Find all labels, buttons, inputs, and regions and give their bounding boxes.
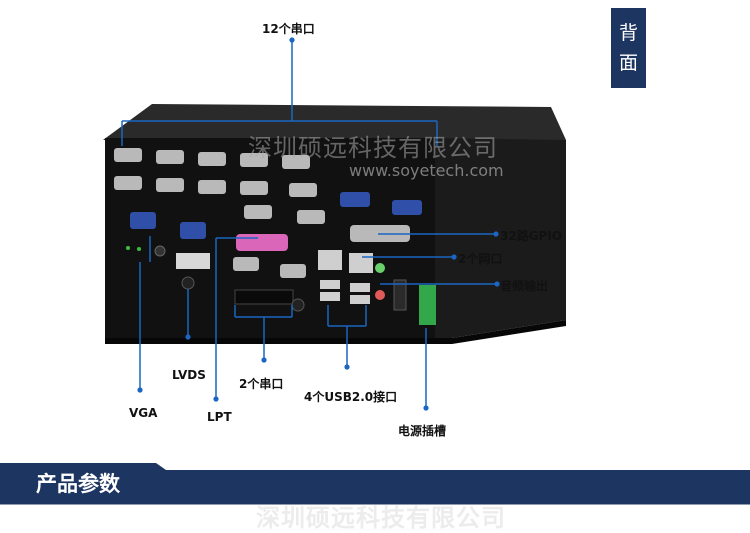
lan-ports — [318, 250, 373, 273]
callout-lines — [121, 40, 497, 408]
back-tab-char-2: 面 — [618, 52, 638, 74]
usb-ports — [320, 280, 370, 304]
label-gpio: 32路GPIO — [500, 229, 563, 243]
back-tab: 背 面 — [611, 8, 646, 88]
power-button — [154, 245, 166, 257]
label-12-serial: 12个串口 — [262, 22, 315, 36]
chassis-side — [435, 138, 566, 338]
label-usb: 4个USB2.0接口 — [304, 390, 398, 404]
dvi-port — [176, 253, 210, 269]
serial-ports-row-1 — [114, 148, 310, 169]
lpt-port — [236, 234, 288, 251]
label-lpt: LPT — [207, 410, 232, 424]
watermark-url: www.soyetech.com — [349, 161, 504, 180]
power-switch — [393, 279, 407, 311]
vga-port — [130, 212, 156, 229]
cf-slot — [234, 289, 294, 305]
section-title-product-params: 产品参数 — [36, 472, 120, 496]
label-2-serial: 2个串口 — [239, 377, 284, 391]
serial-ports-row-3 — [244, 205, 325, 224]
chassis-top — [103, 104, 566, 140]
back-tab-char-1: 背 — [618, 22, 638, 44]
label-power: 电源插槽 — [398, 424, 447, 438]
audio-jacks — [375, 263, 385, 300]
label-audio: 音频输出 — [500, 279, 549, 293]
callout-dots — [137, 37, 500, 411]
label-lan: 2个网口 — [458, 252, 503, 266]
power-terminal — [419, 285, 436, 325]
watermark-company-faded: 深圳硕远科技有限公司 — [256, 504, 506, 532]
watermark-company: 深圳硕远科技有限公司 — [248, 134, 498, 162]
footer-bar — [0, 463, 750, 503]
label-lvds: LVDS — [172, 368, 206, 382]
label-vga: VGA — [129, 406, 158, 420]
lvds-port — [180, 222, 206, 239]
serial-ports-row-2 — [114, 176, 422, 215]
serial-ports-lower — [233, 257, 306, 278]
